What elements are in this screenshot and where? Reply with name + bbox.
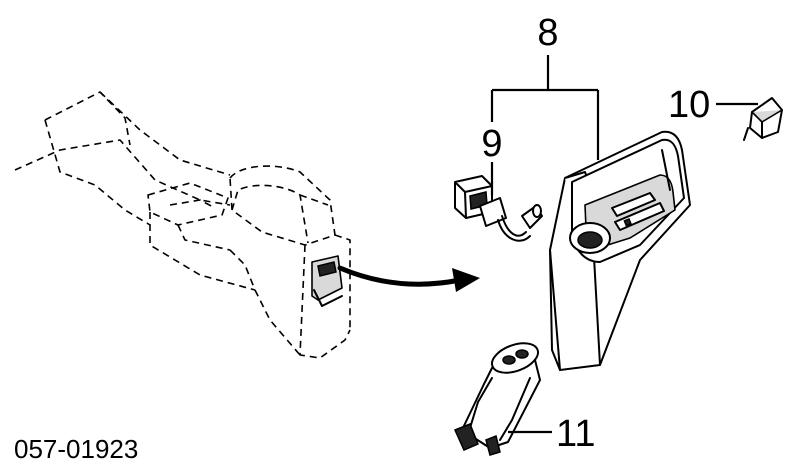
switch-with-harness bbox=[454, 175, 543, 242]
center-console-outline bbox=[14, 91, 351, 359]
callout-10: 10 bbox=[668, 84, 710, 126]
callout-9: 9 bbox=[481, 123, 502, 165]
console-socket-location bbox=[311, 255, 343, 307]
power-socket-part bbox=[453, 342, 541, 456]
diagram-reference-number: 057-01923 bbox=[14, 434, 138, 464]
callout-11: 11 bbox=[556, 413, 595, 455]
callout-8: 8 bbox=[537, 12, 558, 54]
location-arrow bbox=[337, 265, 480, 292]
rear-panel-assembly bbox=[549, 130, 691, 371]
leader-lines bbox=[490, 55, 758, 434]
clip-part bbox=[743, 97, 783, 141]
